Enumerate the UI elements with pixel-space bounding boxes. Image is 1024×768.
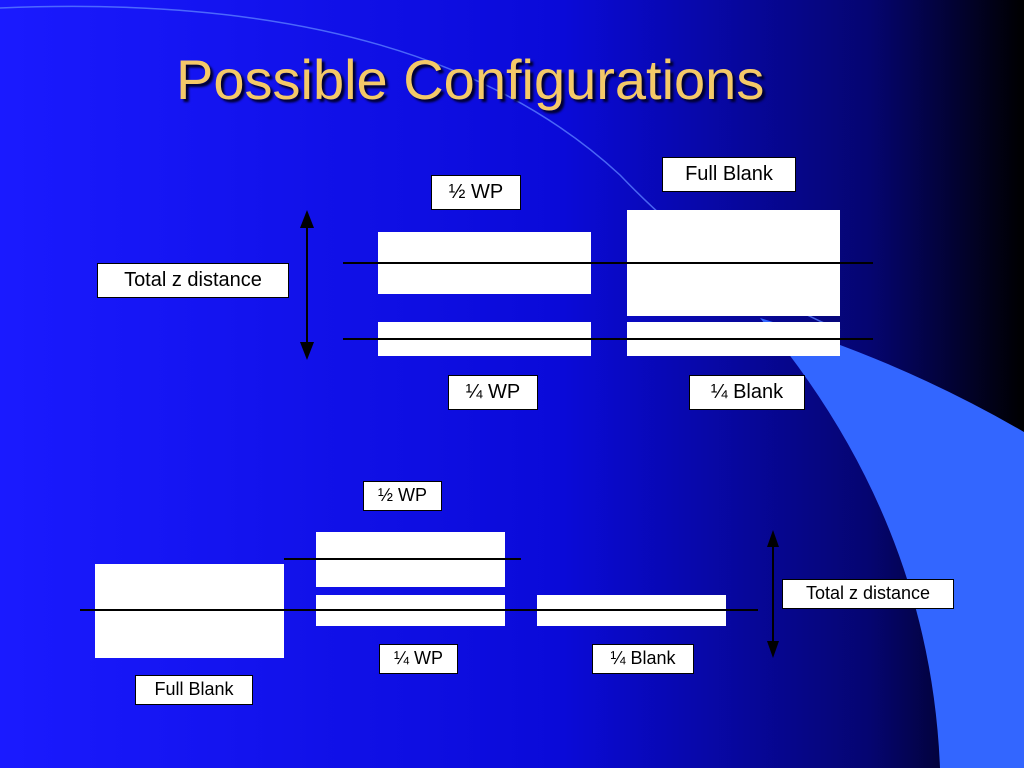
quarter-wp-label: ¼ WP bbox=[448, 375, 538, 410]
total-z-distance-label: Total z distance bbox=[782, 579, 954, 609]
quarter-blank-plate bbox=[537, 595, 726, 626]
quarter-wp-plate bbox=[316, 595, 505, 626]
half-wp-label: ½ WP bbox=[363, 481, 442, 511]
full-blank-label: Full Blank bbox=[135, 675, 253, 705]
quarter-wp-label: ¼ WP bbox=[379, 644, 458, 674]
half-wp-plate bbox=[316, 532, 505, 587]
full-blank-label: Full Blank bbox=[662, 157, 796, 192]
decorative-swoosh bbox=[760, 318, 1024, 768]
full-blank-plate bbox=[95, 564, 284, 658]
top-reference-line bbox=[343, 262, 873, 264]
total-z-distance-label: Total z distance bbox=[97, 263, 289, 298]
quarter-blank-label: ¼ Blank bbox=[592, 644, 694, 674]
top-reference-line bbox=[284, 558, 521, 560]
bottom-reference-line bbox=[80, 609, 758, 611]
slide-title: Possible Configurations bbox=[176, 48, 765, 111]
bottom-reference-line bbox=[343, 338, 873, 340]
quarter-blank-label: ¼ Blank bbox=[689, 375, 805, 410]
half-wp-label: ½ WP bbox=[431, 175, 521, 210]
